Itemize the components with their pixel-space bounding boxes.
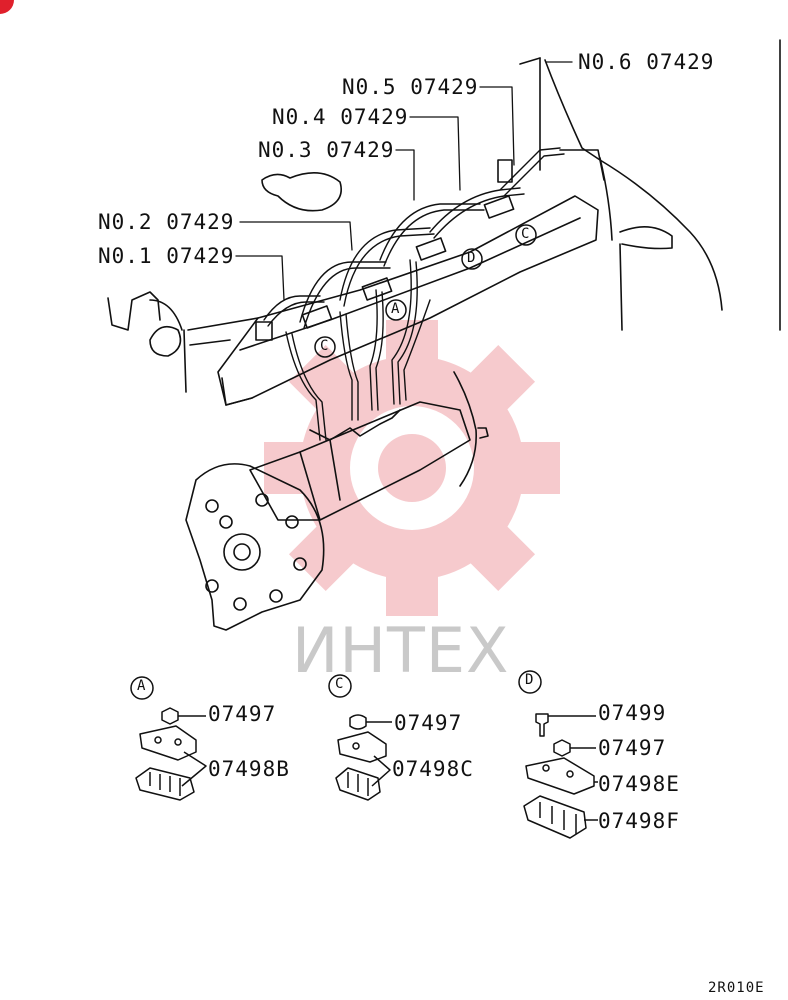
callout-no6: N0.6 07429 bbox=[578, 50, 715, 74]
clamp-lower-icon bbox=[135, 767, 195, 801]
marker-c-label: C bbox=[320, 338, 330, 354]
clamp-lower-icon bbox=[335, 767, 381, 801]
detail-d-marker: D bbox=[525, 672, 535, 688]
detail-c-marker: C bbox=[335, 676, 345, 692]
clamp-upper-icon bbox=[525, 757, 595, 795]
injection-pump bbox=[249, 401, 471, 521]
bolt-icon bbox=[535, 713, 549, 737]
callout-no1: N0.1 07429 bbox=[98, 244, 235, 268]
nut-icon bbox=[349, 714, 367, 730]
callout-no2: N0.2 07429 bbox=[98, 210, 235, 234]
detail-d-clamp-lower: 07498F bbox=[598, 809, 680, 833]
detail-d-nut: 07497 bbox=[598, 736, 667, 760]
clamp-upper-icon bbox=[139, 725, 197, 761]
detail-a-clamp: 07498B bbox=[208, 757, 290, 781]
timing-case bbox=[185, 463, 325, 631]
figure-code: 2R010E bbox=[708, 980, 765, 996]
clamp-upper-icon bbox=[337, 731, 387, 763]
marker-a-label: A bbox=[391, 301, 401, 317]
marker-c-label: C bbox=[521, 226, 531, 242]
detail-a-marker: A bbox=[137, 678, 147, 694]
marker-d-label: D bbox=[467, 250, 477, 266]
detail-a-nut: 07497 bbox=[208, 702, 277, 726]
clamp-lower-icon bbox=[523, 795, 587, 839]
detail-c-nut: 07497 bbox=[394, 711, 463, 735]
callout-no5: N0.5 07429 bbox=[342, 75, 479, 99]
detail-d-bolt: 07499 bbox=[598, 701, 667, 725]
callout-no3: N0.3 07429 bbox=[258, 138, 395, 162]
nut-icon bbox=[553, 739, 571, 757]
nut-icon bbox=[161, 707, 179, 725]
detail-c-clamp: 07498C bbox=[392, 757, 474, 781]
watermark-text: ИНТЕХ bbox=[292, 614, 510, 687]
detail-d-clamp-upper: 07498E bbox=[598, 772, 680, 796]
callout-no4: N0.4 07429 bbox=[272, 105, 409, 129]
